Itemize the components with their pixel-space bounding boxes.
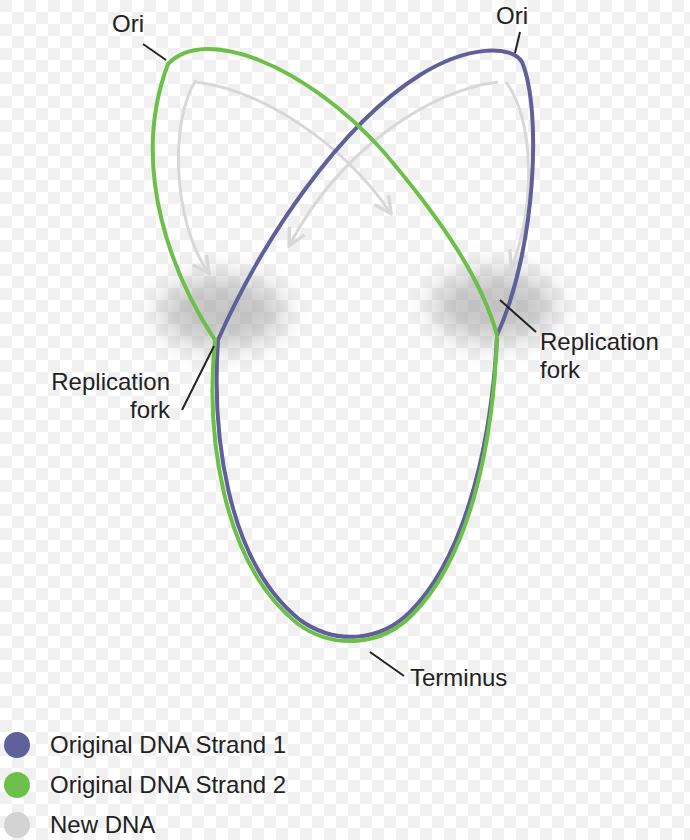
fork-shadow [160,276,284,348]
fork-label: Replication fork [20,368,170,424]
legend-text: New DNA [50,811,155,839]
fork-label: Replication fork [540,328,685,384]
legend-row: Original DNA Strand 2 [4,770,286,800]
strand-1-upper [218,51,533,340]
legend-swatch [4,732,30,758]
terminus-label: Terminus [410,664,540,692]
legend-text: Original DNA Strand 1 [50,731,286,759]
strand-2-upper [153,49,497,340]
legend-swatch [4,812,30,838]
strand-1-lower [217,338,497,637]
origin-label: Ori [496,2,556,30]
legend-row: Original DNA Strand 1 [4,730,286,760]
new-dna-arrows [178,80,528,272]
legend-row: New DNA [4,810,155,840]
strand-2-lower [213,335,497,641]
leader-lines [143,32,536,676]
legend-swatch [4,772,30,798]
legend-text: Original DNA Strand 2 [50,771,286,799]
origin-label: Ori [112,10,172,38]
